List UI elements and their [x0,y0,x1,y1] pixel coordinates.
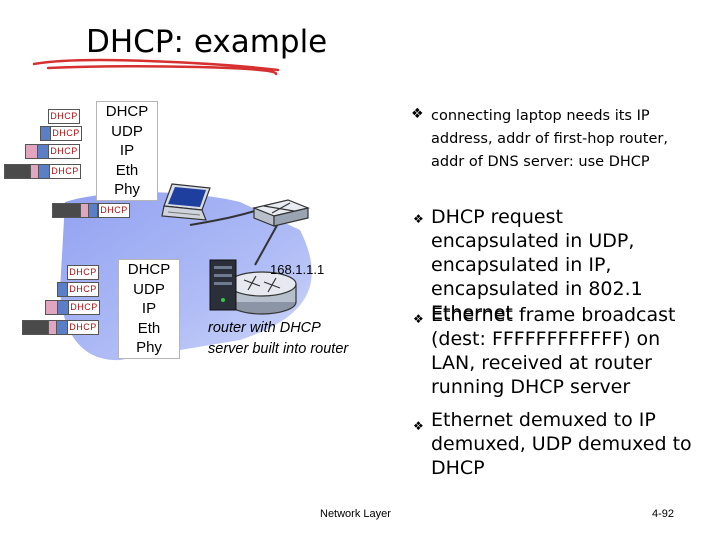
router-ip-address: 168.1.1.1 [270,262,325,277]
slide-title: DHCP: example [86,24,328,60]
stack-layer-dhcp: DHCP [105,103,149,120]
bullet-1: connecting laptop needs its IP address, … [431,108,668,170]
router-server-icon [209,259,297,315]
packet-udp: DHCP [40,126,88,141]
packet-on-lan: DHCP [52,203,134,218]
packet-dhcp-2: DHCP [67,265,115,280]
page-number: 4-92 [652,508,675,520]
stack-layer-eth: Eth [137,319,161,337]
packet-ethernet-2: DHCP [22,320,104,335]
packet-dhcp: DHCP [48,109,96,124]
bullet-2: DHCP request encapsulated in UDP, encaps… [431,206,643,324]
stack-layer-udp: UDP [111,122,143,140]
bullet-diamond-icon: ❖ [413,312,424,326]
laptop-protocol-stack: DHCP UDP IP Eth Phy [96,101,158,201]
packet-udp-2: DHCP [57,282,105,297]
stack-layer-dhcp: DHCP [127,261,171,278]
router-caption: router with DHCP server built into route… [208,320,349,357]
bullet-4: Ethernet demuxed to IP demuxed, UDP demu… [431,409,692,479]
bullet-diamond-icon: ❖ [413,419,424,433]
packet-ip-2: DHCP [45,300,105,315]
bullet-diamond-icon: ❖ [411,106,424,122]
packet-ip: DHCP [25,144,85,159]
stack-layer-eth: Eth [115,161,139,179]
server-protocol-stack: DHCP UDP IP Eth Phy [118,259,180,359]
switch-icon [252,199,310,227]
stack-layer-ip: IP [119,142,135,159]
bullet-diamond-icon: ❖ [413,212,424,226]
footer-label: Network Layer [320,508,391,520]
stack-layer-ip: IP [141,300,157,317]
bullet-3: Ethernet frame broadcast (dest: FFFFFFFF… [431,304,676,398]
stack-layer-phy: Phy [114,181,140,198]
stack-layer-udp: UDP [133,280,165,298]
stack-layer-phy: Phy [136,339,162,356]
laptop-icon [161,183,211,221]
title-underline [32,58,280,76]
packet-ethernet: DHCP [4,164,84,179]
